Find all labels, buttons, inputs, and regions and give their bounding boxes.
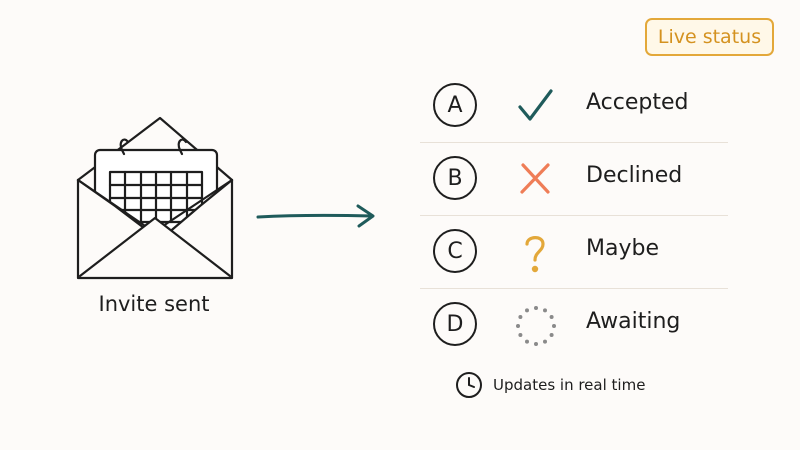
live-status-badge: Live status bbox=[645, 18, 774, 56]
option-letter: C bbox=[433, 229, 477, 273]
status-label: Awaiting bbox=[586, 309, 681, 334]
check-icon bbox=[518, 89, 553, 121]
status-row-declined: B Declined bbox=[420, 143, 728, 216]
status-label: Accepted bbox=[586, 90, 689, 115]
status-row-accepted: A Accepted bbox=[420, 70, 728, 143]
clock-icon bbox=[456, 372, 482, 398]
calendar-envelope-icon bbox=[76, 116, 234, 280]
invite-sent-label: Invite sent bbox=[98, 292, 210, 316]
option-letter: A bbox=[433, 83, 477, 127]
status-label: Maybe bbox=[586, 236, 659, 261]
status-row-maybe: C Maybe bbox=[420, 216, 728, 289]
pending-dots-icon bbox=[516, 306, 556, 346]
cross-icon bbox=[520, 163, 550, 194]
option-letter: B bbox=[433, 156, 477, 200]
status-label: Declined bbox=[586, 163, 683, 188]
status-row-awaiting: D Awaiting bbox=[420, 289, 728, 361]
question-icon bbox=[525, 236, 545, 273]
realtime-note: Updates in real time bbox=[455, 371, 645, 399]
option-letter: D bbox=[433, 302, 477, 346]
status-list: A Accepted B Declined C Maybe D bbox=[420, 70, 728, 361]
arrow-right-icon bbox=[256, 204, 375, 228]
realtime-note-text: Updates in real time bbox=[493, 376, 646, 394]
